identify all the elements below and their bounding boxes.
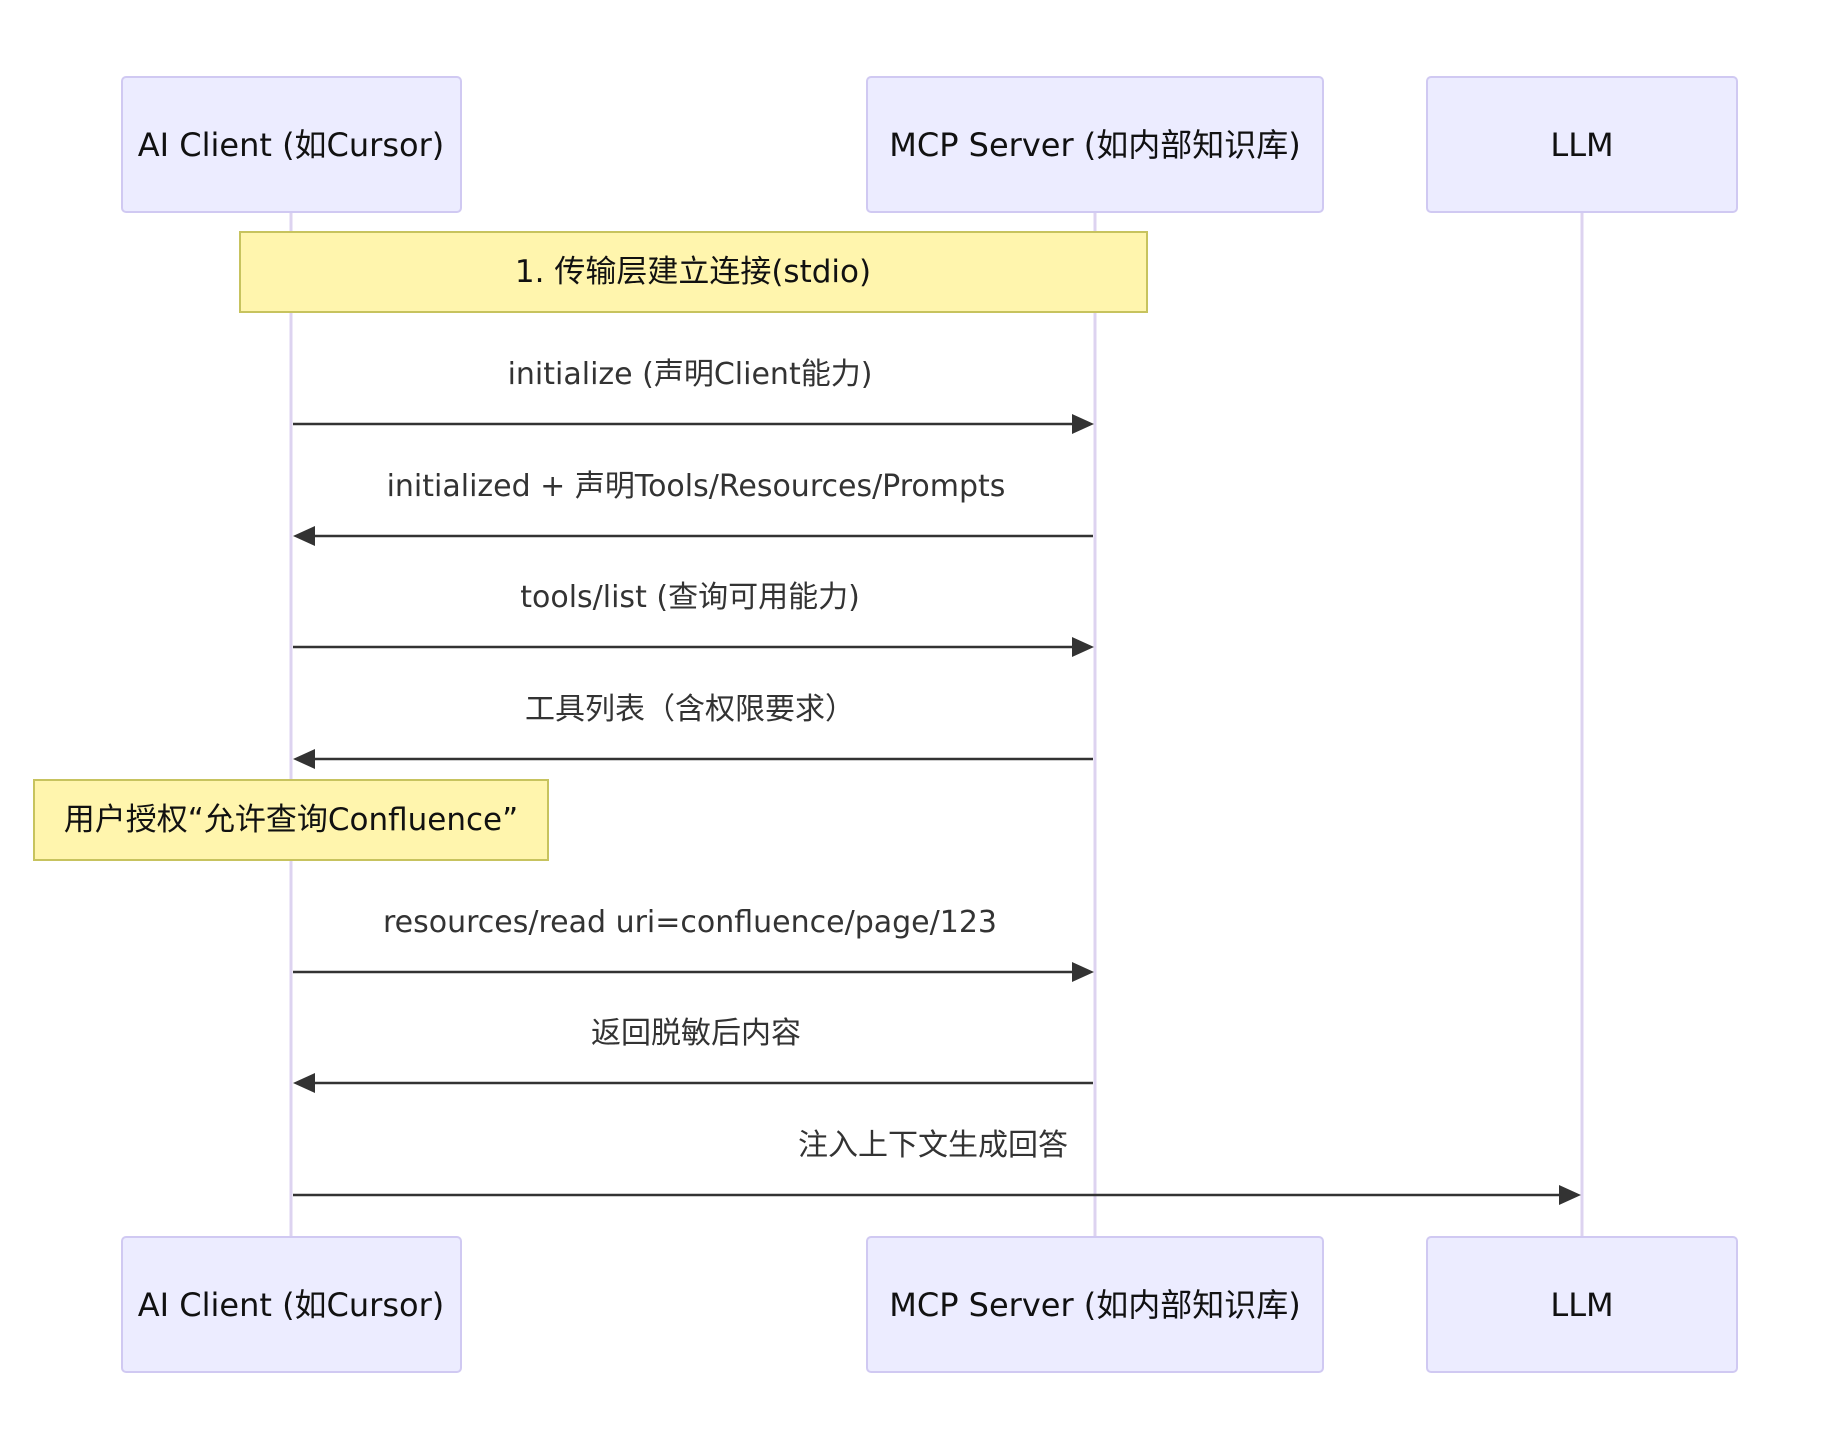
actor-bottom-server: MCP Server (如内部知识库) [866, 1236, 1324, 1373]
note-label: 用户授权“允许查询Confluence” [64, 802, 518, 838]
arrow-head-left [293, 526, 315, 546]
actor-bottom-client: AI Client (如Cursor) [121, 1236, 462, 1373]
message-tool-list-response: 工具列表（含权限要求） [293, 692, 1093, 769]
actor-label: MCP Server (如内部知识库) [889, 126, 1301, 164]
message-label: resources/read uri=confluence/page/123 [383, 905, 997, 940]
message-label: initialized + 声明Tools/Resources/Prompts [387, 469, 1006, 504]
actor-label: LLM [1550, 126, 1613, 164]
note-transport: 1. 传输层建立连接(stdio) [239, 231, 1148, 313]
actor-label: AI Client (如Cursor) [138, 126, 444, 164]
message-initialized: initialized + 声明Tools/Resources/Prompts [293, 469, 1093, 546]
message-resources-read: resources/read uri=confluence/page/123 [293, 905, 1094, 982]
actor-label: MCP Server (如内部知识库) [889, 1286, 1301, 1324]
message-label: 返回脱敏后内容 [591, 1016, 801, 1051]
message-label: initialize (声明Client能力) [508, 357, 873, 392]
arrow-head-right [1559, 1185, 1581, 1205]
actor-top-llm: LLM [1426, 76, 1738, 213]
arrow-head-right [1072, 414, 1094, 434]
arrow-head-right [1072, 962, 1094, 982]
arrow-head-left [293, 749, 315, 769]
message-label: 注入上下文生成回答 [798, 1128, 1068, 1163]
note-user-authorization: 用户授权“允许查询Confluence” [33, 779, 549, 861]
actor-top-server: MCP Server (如内部知识库) [866, 76, 1324, 213]
actor-label: LLM [1550, 1286, 1613, 1324]
actor-label: AI Client (如Cursor) [138, 1286, 444, 1324]
message-desensitized-content: 返回脱敏后内容 [293, 1016, 1093, 1093]
message-label: 工具列表（含权限要求） [525, 692, 855, 727]
message-initialize: initialize (声明Client能力) [293, 357, 1094, 434]
message-inject-context: 注入上下文生成回答 [293, 1128, 1581, 1205]
actor-bottom-llm: LLM [1426, 1236, 1738, 1373]
arrow-head-right [1072, 637, 1094, 657]
note-label: 1. 传输层建立连接(stdio) [515, 254, 871, 290]
arrow-head-left [293, 1073, 315, 1093]
actor-top-client: AI Client (如Cursor) [121, 76, 462, 213]
message-tools-list: tools/list (查询可用能力) [293, 580, 1094, 657]
message-label: tools/list (查询可用能力) [520, 580, 860, 615]
